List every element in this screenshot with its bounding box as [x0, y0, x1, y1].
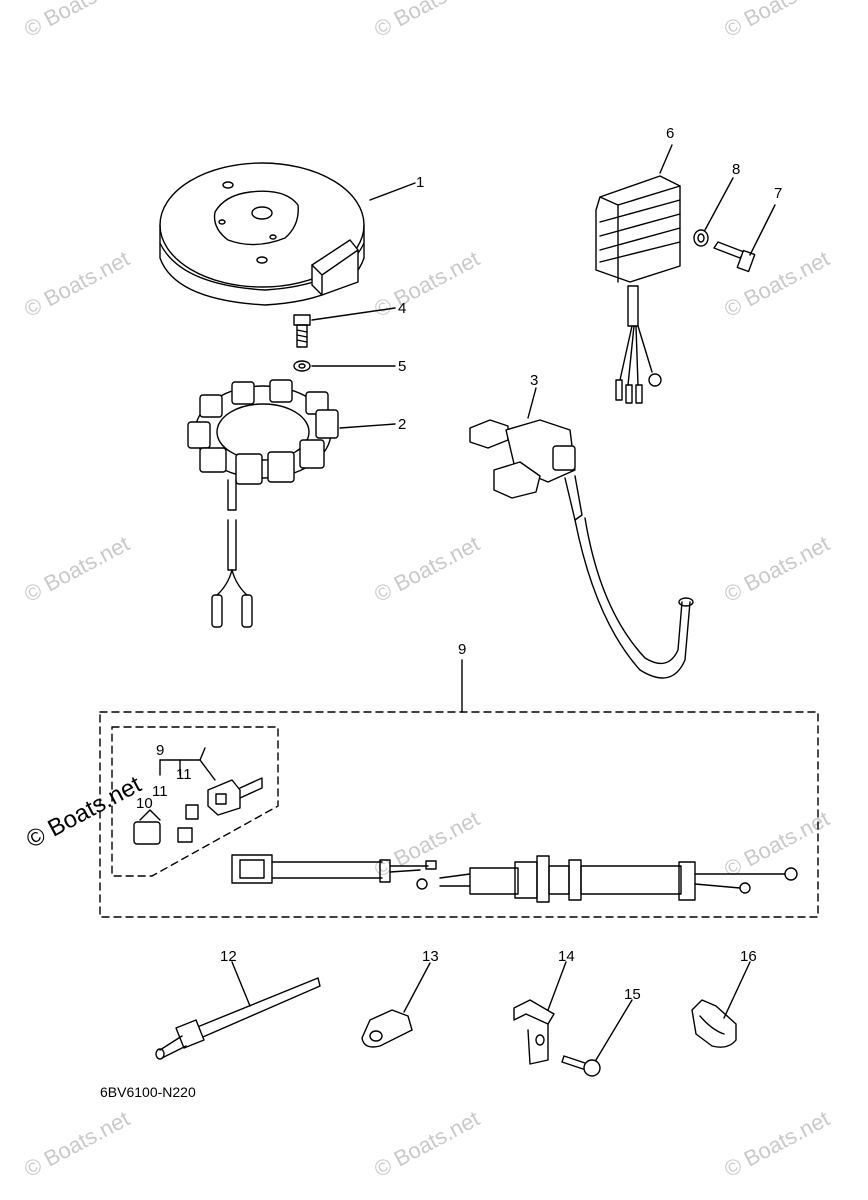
pulser-coil: [470, 388, 693, 678]
callout-1: 1: [416, 174, 425, 191]
callout-11-b: 11: [152, 783, 168, 800]
callout-9-inner: 9: [156, 742, 165, 759]
callout-4: 4: [398, 300, 407, 317]
connector-kit-boundary: [112, 727, 278, 876]
screw-15: [562, 1000, 632, 1076]
rectifier-regulator: [596, 145, 680, 403]
connector-kit: [134, 748, 262, 844]
callout-15: 15: [624, 986, 641, 1003]
flywheel-rotor: [160, 163, 415, 305]
bracket-14: [514, 962, 566, 1064]
stator: [188, 380, 395, 627]
callout-2: 2: [398, 416, 407, 433]
bolt-7: [714, 205, 775, 272]
wire-harness: [232, 855, 797, 902]
callout-5: 5: [398, 358, 407, 375]
callout-9: 9: [458, 641, 467, 658]
washer-5: [294, 361, 395, 371]
harness-kit-boundary: [100, 712, 818, 917]
callout-13: 13: [422, 948, 439, 965]
callout-7: 7: [774, 185, 783, 202]
callout-8: 8: [732, 161, 741, 178]
washer-8: [694, 178, 733, 246]
callout-3: 3: [530, 372, 539, 389]
clamp-13: [362, 963, 430, 1047]
bolt-4: [294, 308, 395, 347]
drawing-code: 6BV6100-N220: [100, 1084, 196, 1100]
callout-12: 12: [220, 948, 237, 965]
callout-6: 6: [666, 125, 675, 142]
cable-tie: [156, 962, 320, 1059]
clip-16: [692, 962, 750, 1047]
callout-14: 14: [558, 948, 575, 965]
callout-11-a: 11: [176, 766, 192, 783]
callout-16: 16: [740, 948, 757, 965]
callout-10: 10: [136, 795, 153, 812]
